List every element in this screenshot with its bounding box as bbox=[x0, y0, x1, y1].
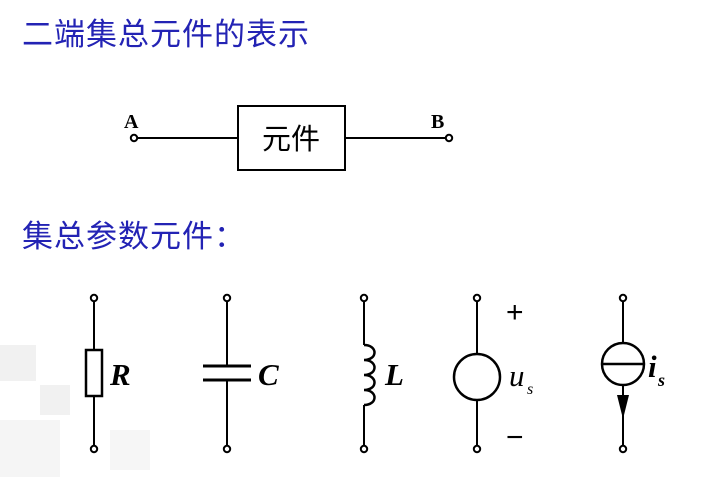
voltage-source-symbol bbox=[452, 293, 502, 454]
terminal-node bbox=[618, 293, 628, 303]
terminal-a-node bbox=[129, 133, 139, 143]
terminal-node bbox=[222, 293, 232, 303]
terminal-b-label: B bbox=[431, 111, 444, 133]
terminal-a-label: A bbox=[124, 111, 139, 133]
background-decoration bbox=[0, 345, 36, 381]
terminal-node bbox=[359, 444, 369, 454]
current-source-subscript: s bbox=[657, 370, 665, 390]
capacitor-label: C bbox=[258, 357, 279, 392]
two-terminal-element bbox=[129, 105, 454, 171]
background-decoration bbox=[40, 385, 70, 415]
terminal-b-node bbox=[444, 133, 454, 143]
heading-two-terminal: 二端集总元件的表示 bbox=[22, 17, 310, 53]
voltage-minus-sign: − bbox=[506, 421, 524, 454]
current-arrow-icon bbox=[617, 395, 629, 419]
resistor-symbol bbox=[84, 293, 104, 454]
terminal-node bbox=[89, 293, 99, 303]
terminal-node bbox=[222, 444, 232, 454]
heading-lumped-elements: 集总参数元件： bbox=[22, 219, 246, 255]
inductor-label: L bbox=[384, 357, 404, 392]
resistor-label: R bbox=[109, 357, 131, 392]
background-decoration bbox=[0, 420, 60, 477]
terminal-node bbox=[89, 444, 99, 454]
voltage-source-subscript: s bbox=[527, 381, 533, 398]
voltage-plus-sign: + bbox=[506, 296, 524, 329]
element-box bbox=[237, 105, 346, 171]
inductor-symbol bbox=[359, 293, 376, 454]
terminal-node bbox=[359, 293, 369, 303]
current-source-symbol bbox=[600, 293, 646, 454]
background-decoration bbox=[110, 430, 150, 470]
terminal-node bbox=[472, 293, 482, 303]
terminal-node bbox=[472, 444, 482, 454]
element-label: 元件 bbox=[262, 122, 320, 156]
current-source-symbol-label: i bbox=[648, 349, 657, 384]
voltage-source-symbol-label: u bbox=[509, 358, 525, 393]
terminal-node bbox=[618, 444, 628, 454]
capacitor-symbol bbox=[203, 293, 251, 454]
